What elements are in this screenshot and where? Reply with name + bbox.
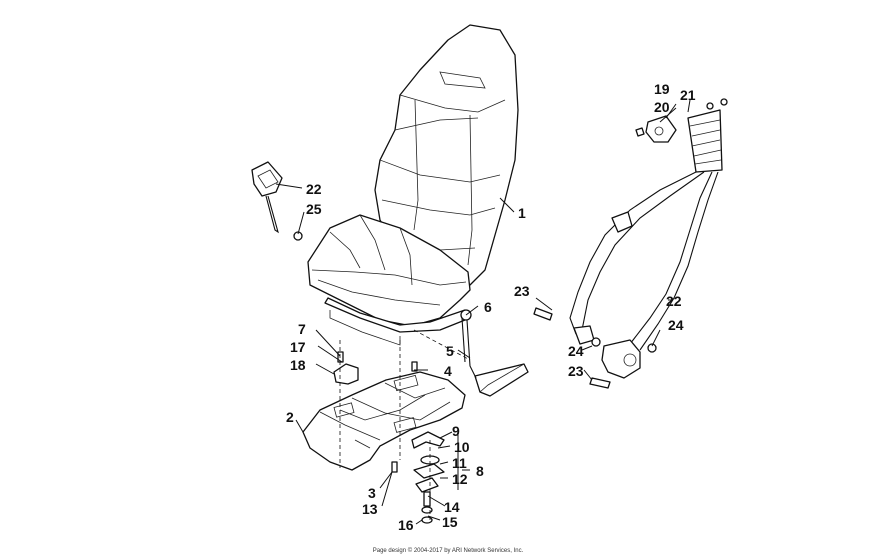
callout-11: 11 [452, 455, 467, 471]
callout-16: 16 [398, 517, 414, 533]
callout-12: 12 [452, 471, 468, 487]
fastener-cluster [337, 309, 472, 524]
callout-13: 13 [362, 501, 378, 517]
slide-bracket [461, 317, 529, 397]
leader-lines [275, 99, 691, 525]
callout-5: 5 [446, 343, 454, 359]
callout-7: 7 [298, 321, 306, 337]
right-belt [533, 98, 728, 389]
callout-10: 10 [454, 439, 470, 455]
seat-frame [302, 371, 466, 471]
callout-8: 8 [476, 463, 484, 479]
callout-17: 17 [290, 339, 306, 355]
callout-22-buckle: 22 [306, 181, 322, 197]
callout-9: 9 [452, 423, 460, 439]
callout-2: 2 [286, 409, 294, 425]
callout-24-right: 24 [668, 317, 684, 333]
callout-24-left: 24 [568, 343, 584, 359]
callout-18: 18 [290, 357, 306, 373]
seat [307, 24, 519, 346]
callout-1: 1 [518, 205, 526, 221]
callout-23-lower: 23 [568, 363, 584, 379]
callout-15: 15 [442, 514, 458, 530]
callout-4: 4 [444, 363, 452, 379]
callout-25: 25 [306, 201, 322, 217]
callout-labels: 1 2 3 4 5 6 7 8 9 10 11 12 13 14 15 16 1… [286, 81, 696, 533]
callout-19: 19 [654, 81, 670, 97]
callout-14: 14 [444, 499, 460, 515]
callout-6: 6 [484, 299, 492, 315]
callout-20: 20 [654, 99, 670, 115]
callout-23-upper: 23 [514, 283, 530, 299]
callout-22-belt: 22 [666, 293, 682, 309]
callout-3: 3 [368, 485, 376, 501]
bracket-18 [333, 363, 359, 385]
left-buckle [251, 161, 303, 241]
copyright-footer: Page design © 2004-2017 by ARI Network S… [372, 548, 524, 554]
callout-21: 21 [680, 87, 696, 103]
